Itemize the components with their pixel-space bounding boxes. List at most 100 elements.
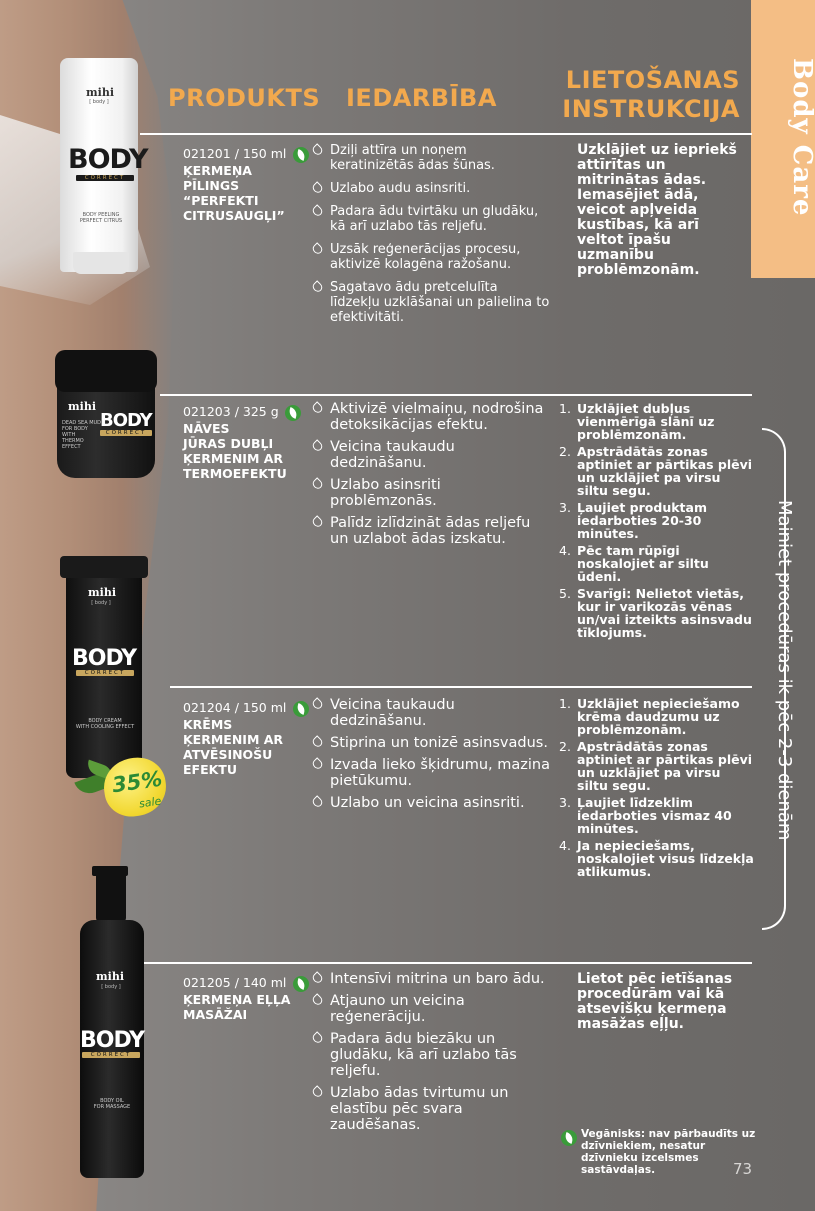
drop-icon	[310, 280, 325, 294]
effect-item: Uzlabo ādas tvirtumu un elastību pēc sva…	[310, 1085, 551, 1133]
effect-item: Izvada lieko šķidrumu, mazina pietūkumu.	[310, 757, 551, 789]
vegan-leaf-icon	[561, 1130, 577, 1146]
step-item: 2.Apstrādātās zonas aptiniet ar pārtikas…	[559, 739, 753, 793]
product-name-line: ĶERMEŅA	[183, 162, 252, 178]
product-4-instruction: Lietot pēc ietīšanas procedūrām vai kā a…	[577, 971, 733, 1032]
correct-word: CORRECT	[82, 1052, 140, 1058]
sale-word: sale	[138, 794, 163, 811]
step-item: 1.Uzklājiet nepieciešamo krēma daudzumu …	[559, 696, 740, 737]
tube-cap	[73, 252, 129, 274]
effect-item: Veicina taukaudu dedzināšanu.	[310, 697, 551, 729]
product-label-4: BODY OIL FOR MASSAGE	[93, 1098, 131, 1110]
step-item: 5.Svarīgi: Nelietot vietās, kur ir varik…	[559, 586, 752, 640]
drop-icon	[310, 515, 325, 529]
effect-item: Uzlabo un veicina asinsriti.	[310, 795, 551, 811]
drop-icon	[310, 204, 325, 218]
product-image-body-cream	[66, 556, 142, 778]
drop-icon	[310, 242, 325, 256]
product-name-line: NĀVES	[183, 420, 230, 436]
product-name-line: ATVĒSINOŠU	[183, 746, 273, 762]
effect-item: Uzsāk reģenerācijas procesu, aktivizē ko…	[310, 242, 551, 272]
correct-word: CORRECT	[100, 430, 152, 436]
product-image-body-peeling	[60, 58, 138, 272]
product-name-line: MASĀŽAI	[183, 1006, 248, 1022]
effect-item: Dziļi attīra un noņem keratinizētās ādas…	[310, 143, 551, 173]
step-number: 3.	[559, 795, 571, 810]
brand-logo: mihi	[86, 86, 114, 99]
drop-icon	[310, 971, 325, 985]
step-number: 4.	[559, 838, 571, 853]
divider-line-3	[170, 686, 752, 688]
correct-word: CORRECT	[76, 670, 134, 676]
effect-item: Sagatavo ādu pretcelulīta līdzekļu uzklā…	[310, 280, 551, 325]
step-number: 3.	[559, 500, 571, 515]
product-label-2: DEAD SEA MUD FOR BODY WITH THERMO EFFECT	[62, 420, 102, 450]
effect-item: Padara ādu biezāku un gludāku, kā arī uz…	[310, 1031, 551, 1079]
body-word: BODY	[68, 144, 149, 175]
product-name-line: ĶERMENIM AR	[183, 450, 284, 466]
vegan-leaf-icon	[292, 700, 309, 717]
drop-icon	[310, 757, 325, 771]
column-header-lietosanas: LIETOŠANAS INSTRUKCIJA	[560, 66, 740, 124]
product-4-effects: Intensīvi mitrina un baro ādu. Atjauno u…	[310, 971, 551, 1139]
effect-item: Uzlabo asinsriti problēmzonās.	[310, 477, 551, 509]
drop-icon	[310, 795, 325, 809]
body-word: BODY	[80, 1028, 145, 1053]
category-tab	[751, 0, 815, 278]
drop-icon	[310, 477, 325, 491]
correct-word: CORRECT	[76, 175, 134, 181]
body-word: BODY	[72, 646, 137, 671]
side-note: Mainiet procedūras ik pēc 2-3 dienām	[774, 500, 795, 841]
product-2-effects: Aktivizē vielmaiņu, nodrošina detoksikāc…	[310, 401, 551, 553]
body-word: BODY	[100, 410, 153, 431]
brand-sub: [ body ]	[101, 984, 121, 990]
drop-icon	[310, 401, 325, 415]
jar-lid	[55, 350, 157, 392]
brand-sub: [ body ]	[91, 600, 111, 606]
step-item: 4.Pēc tam rūpīgi noskalojiet ar siltu ūd…	[559, 543, 709, 584]
effect-item: Intensīvi mitrina un baro ādu.	[310, 971, 551, 987]
product-label-1: BODY PEELING PERFECT CITRUS	[79, 212, 123, 224]
step-number: 4.	[559, 543, 571, 558]
product-1-effects: Dziļi attīra un noņem keratinizētās ādas…	[310, 143, 551, 333]
product-name-line: TERMOEFEKTU	[183, 465, 287, 481]
product-name-line: ĶERMEŅA EĻĻA	[183, 991, 291, 1007]
product-1-header: 021201 / 150 ml ĶERMEŅA PĪLINGS “PERFEKT…	[183, 146, 309, 223]
tube-cap	[60, 556, 148, 578]
effect-item: Padara ādu tvirtāku un gludāku, kā arī u…	[310, 204, 551, 234]
brand-logo: mihi	[88, 586, 116, 599]
product-2-steps: 1.Uzklājiet dubļus vienmērīgā slānī uz p…	[559, 402, 754, 643]
product-3-header: 021204 / 150 ml KRĒMS ĶERMENIM AR ATVĒSI…	[183, 700, 309, 777]
product-name-line: ĶERMENIM AR	[183, 731, 284, 747]
drop-icon	[310, 1031, 325, 1045]
drop-icon	[310, 1085, 325, 1099]
step-item: 4.Ja nepieciešams, noskalojiet visus līd…	[559, 838, 754, 879]
brand-sub: [ body ]	[89, 99, 109, 105]
pump-head	[96, 866, 126, 922]
product-1-instruction: Uzklājiet uz iepriekš attīrītas un mitri…	[577, 142, 737, 278]
brand-logo: mihi	[68, 400, 96, 413]
step-number: 2.	[559, 739, 571, 754]
product-name-line: EFEKTU	[183, 761, 237, 777]
step-number: 2.	[559, 444, 571, 459]
product-name-line: KRĒMS	[183, 716, 233, 732]
vegan-leaf-icon	[285, 404, 302, 421]
divider-line-1	[140, 133, 752, 135]
drop-icon	[310, 993, 325, 1007]
product-code: 021204 / 150 ml	[183, 700, 287, 715]
vegan-note: Vegānisks: nav pārbaudīts uz dzīvniekiem…	[559, 1128, 759, 1176]
product-name-line: “PERFEKTI	[183, 192, 259, 208]
effect-item: Atjauno un veicina reģenerāciju.	[310, 993, 551, 1025]
product-2-header: 021203 / 325 g NĀVES JŪRAS DUBĻI ĶERMENI…	[183, 404, 302, 481]
step-item: 3.Ļaujiet līdzeklim iedarboties vismaz 4…	[559, 795, 732, 836]
drop-icon	[310, 143, 325, 157]
column-header-produkts: PRODUKTS	[168, 84, 321, 112]
effect-item: Stiprina un tonizē asinsvadus.	[310, 735, 551, 751]
product-name-line: CITRUSAUGĻI”	[183, 207, 285, 223]
step-item: 1.Uzklājiet dubļus vienmērīgā slānī uz p…	[559, 401, 715, 442]
effect-item: Uzlabo audu asinsriti.	[310, 181, 551, 196]
step-number: 1.	[559, 401, 571, 416]
effect-item: Palīdz izlīdzināt ādas reljefu un uzlabo…	[310, 515, 551, 547]
vegan-note-text: Vegānisks: nav pārbaudīts uz dzīvniekiem…	[581, 1128, 756, 1176]
drop-icon	[310, 697, 325, 711]
